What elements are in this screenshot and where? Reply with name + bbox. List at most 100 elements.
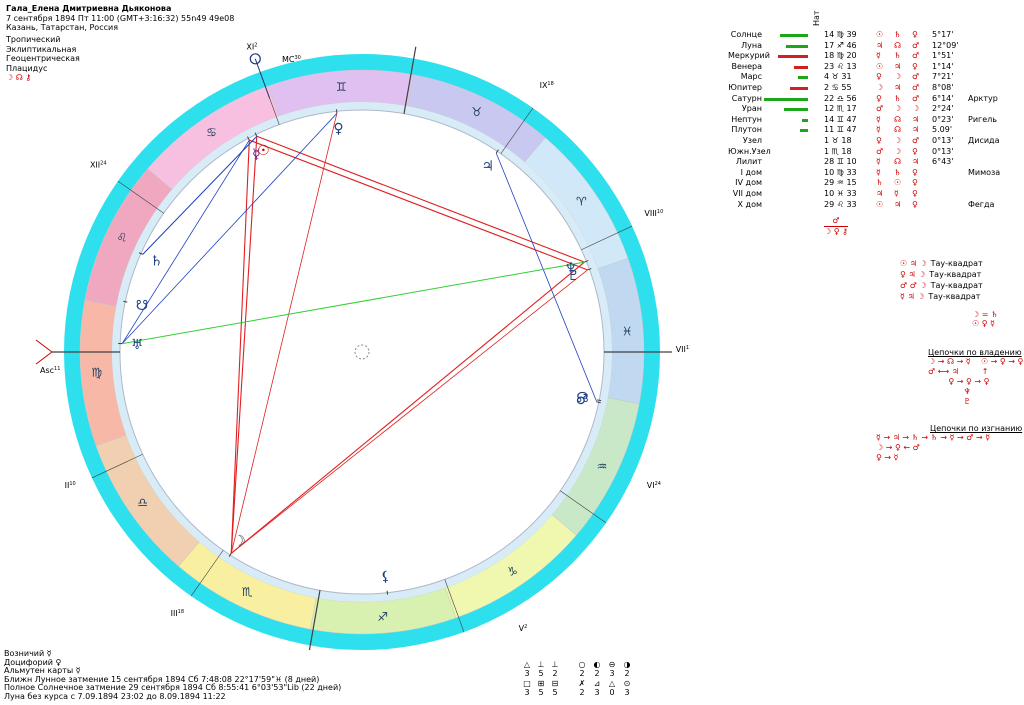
- planet-pos: 28 ♊ 10: [824, 157, 857, 167]
- planet-uranus-icon[interactable]: ♅: [131, 337, 144, 353]
- planet-moon-icon[interactable]: ☽: [233, 534, 246, 550]
- planet-glyphs[interactable]: ☉☿ ♀ ☽ ♂ ♃ ♄ ♅ ♆♇ ☊ ☋ ⚸: [118, 109, 602, 595]
- planet-node-icon[interactable]: ☊: [576, 390, 588, 406]
- planet-tick: [123, 300, 128, 303]
- ownership-chains: Цепочки по владению ☽ → ☊ → ☿ ☉ → ♀ → ♀♂…: [928, 348, 1023, 407]
- planet-d2: ☽: [894, 146, 902, 156]
- exile-title: Цепочки по изгнанию: [930, 424, 1023, 433]
- planet-d3: ♃: [912, 125, 920, 135]
- aspect-count-cell: ⊥2: [548, 660, 562, 678]
- natal-chart-wheel[interactable]: ♍♎♏♐♑♒♓♈♉♊♋♌ ☉☿♀☽♂♃♄♅♆♇☊☋⚸ IX18VIII10VII…: [0, 40, 690, 650]
- planet-d2: ☽: [894, 136, 902, 145]
- planet-d3: ♂: [912, 51, 920, 61]
- aspect-count: 2: [552, 669, 558, 678]
- zodiac-rings: [64, 54, 660, 650]
- figure-label: Тау-квадрат: [929, 270, 982, 279]
- planet-pluto-icon[interactable]: ♇: [567, 268, 580, 284]
- aspect-count-cell: ◑2: [620, 660, 634, 678]
- planet-name: Южн.Узел: [728, 146, 771, 156]
- planet-dec: 2°24': [932, 104, 954, 114]
- planet-d3: ♂: [912, 72, 920, 82]
- house-cusp-line: [444, 579, 465, 633]
- planet-d2: ☽: [894, 104, 902, 114]
- planet-venus-icon[interactable]: ♀: [333, 121, 343, 137]
- planet-d3: ♀: [912, 189, 918, 198]
- mc-stem: [254, 58, 271, 99]
- planet-jupiter-icon[interactable]: ♃: [482, 158, 495, 174]
- planet-d1: ☿: [876, 167, 881, 177]
- planet-dec: 5°17': [932, 30, 954, 39]
- planet-sun-icon[interactable]: ☉: [257, 143, 270, 159]
- planet-d3: ♃: [912, 114, 920, 124]
- mc-label: MC30: [282, 55, 301, 64]
- chart-header: Гала_Елена Дмитриевна Дьяконова 7 сентяб…: [6, 4, 234, 33]
- zodiac-sign-glyph: ♎: [137, 495, 148, 509]
- planet-mars-icon[interactable]: ♂: [576, 392, 589, 408]
- planet-pos: 29 ♌ 33: [824, 199, 857, 209]
- chain-line: ♀ → ♀ → ♀: [928, 377, 990, 386]
- chain-line: ♆: [928, 387, 971, 396]
- planet-d3: ♂: [912, 83, 920, 92]
- planet-saturn-icon[interactable]: ♄: [150, 253, 163, 269]
- footer-line-1: Возничий ☿: [4, 649, 52, 658]
- planet-name: Меркурий: [728, 51, 770, 61]
- planet-d1: ☿: [876, 157, 881, 167]
- dignity-bar: [800, 129, 808, 133]
- planet-mercury-icon[interactable]: ☿: [252, 146, 261, 162]
- planet-star: Арктур: [968, 93, 998, 103]
- misc-right: ☽ = ♄ ☉ ♀ ☿: [972, 310, 998, 328]
- planet-name: X дом: [737, 199, 762, 209]
- aspect-figure-item: ☿ ♃ ☽Тау-квадрат: [900, 291, 983, 302]
- option-symbols: ☽ ☊ ⚷: [6, 73, 32, 83]
- house-label: III18: [171, 609, 184, 618]
- planet-lilith-icon[interactable]: ⚸: [380, 569, 390, 585]
- planet-d3: ♀: [912, 178, 918, 188]
- planet-name: Венера: [731, 61, 762, 71]
- zodiac-sign-glyph: ♐: [377, 610, 388, 624]
- option-center: Геоцентрическая: [6, 54, 80, 64]
- aspect-figure-item: ☉ ♃ ☽Тау-квадрат: [900, 258, 983, 269]
- figure-planets: ♂ ♂ ☽: [900, 281, 927, 290]
- planet-d1: ☿: [876, 125, 881, 135]
- planet-name: Узел: [742, 136, 762, 145]
- planet-star: Мимоза: [968, 167, 1001, 177]
- house-cusp-line: [91, 454, 143, 479]
- planet-star: Фегда: [968, 199, 995, 209]
- aspect-count-cell: ◐2: [590, 660, 604, 678]
- planet-neptune-icon[interactable]: ♆: [564, 261, 577, 277]
- dignity-bar: [794, 65, 808, 69]
- inner-circle: [119, 109, 605, 595]
- aspect-count: 2: [594, 669, 600, 678]
- planet-d2: ♃: [894, 83, 902, 92]
- planet-d2: ♄: [894, 93, 902, 103]
- planet-south-node-icon[interactable]: ☋: [136, 298, 148, 314]
- aspect-count-cell: ✗2: [575, 679, 589, 697]
- aspect-count: 3: [524, 688, 530, 697]
- planet-name: Плутон: [731, 125, 762, 135]
- aspect-mercury-moon: [230, 140, 250, 554]
- dignity-bar: [780, 34, 808, 37]
- aspect-symbol: △: [523, 660, 531, 669]
- chart-footer: Возничий ☿ Доцифорий ♀ Альмутен карты ☿ …: [4, 649, 341, 702]
- table-column-header: Нат: [812, 10, 821, 26]
- planet-d1: ☉: [876, 199, 884, 209]
- planet-pos: 17 ♐ 46: [824, 40, 857, 50]
- planet-d3: ♀: [912, 199, 918, 209]
